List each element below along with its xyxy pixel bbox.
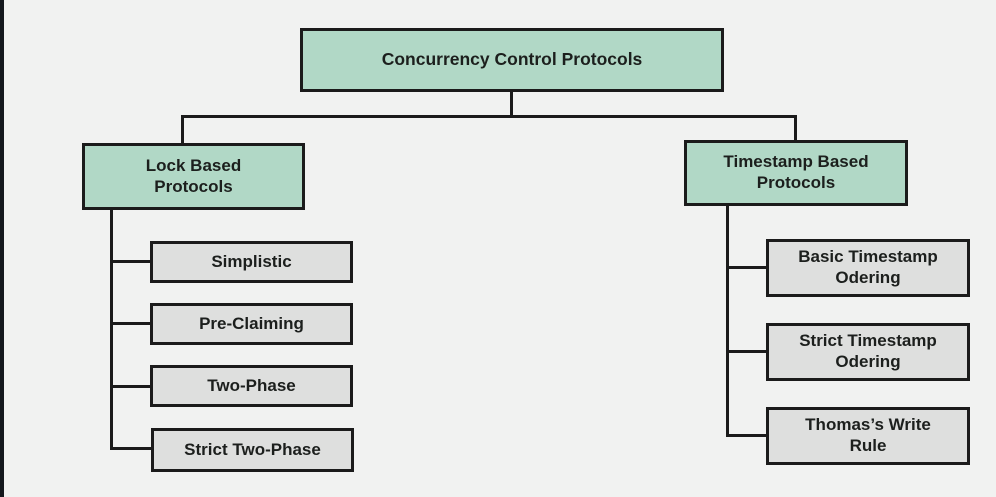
node-lock-based-protocols: Lock Based Protocols — [82, 143, 305, 210]
node-thomas-write-rule: Thomas’s Write Rule — [766, 407, 970, 465]
node-strict-timestamp-ordering: Strict Timestamp Odering — [766, 323, 970, 381]
connector-horizontal — [181, 115, 797, 118]
node-simplistic: Simplistic — [150, 241, 353, 283]
connector-left-stub-1 — [110, 260, 152, 263]
node-pre-claiming: Pre-Claiming — [150, 303, 353, 345]
connector-right-stub-2 — [726, 350, 766, 353]
node-basic-timestamp-ordering: Basic Timestamp Odering — [766, 239, 970, 297]
connector-right-drop — [794, 115, 797, 142]
node-two-phase: Two-Phase — [150, 365, 353, 407]
connector-left-stub-2 — [110, 322, 152, 325]
connector-left-stub-4 — [110, 447, 152, 450]
left-edge-strip — [0, 0, 4, 497]
connector-left-rail — [110, 210, 113, 450]
connector-right-rail — [726, 206, 729, 437]
connector-right-stub-3 — [726, 434, 766, 437]
node-root: Concurrency Control Protocols — [300, 28, 724, 92]
connector-right-stub-1 — [726, 266, 766, 269]
connector-left-stub-3 — [110, 385, 152, 388]
connector-left-drop — [181, 115, 184, 145]
connector-root-stem — [510, 92, 513, 117]
node-timestamp-based-protocols: Timestamp Based Protocols — [684, 140, 908, 206]
node-strict-two-phase: Strict Two-Phase — [151, 428, 354, 472]
